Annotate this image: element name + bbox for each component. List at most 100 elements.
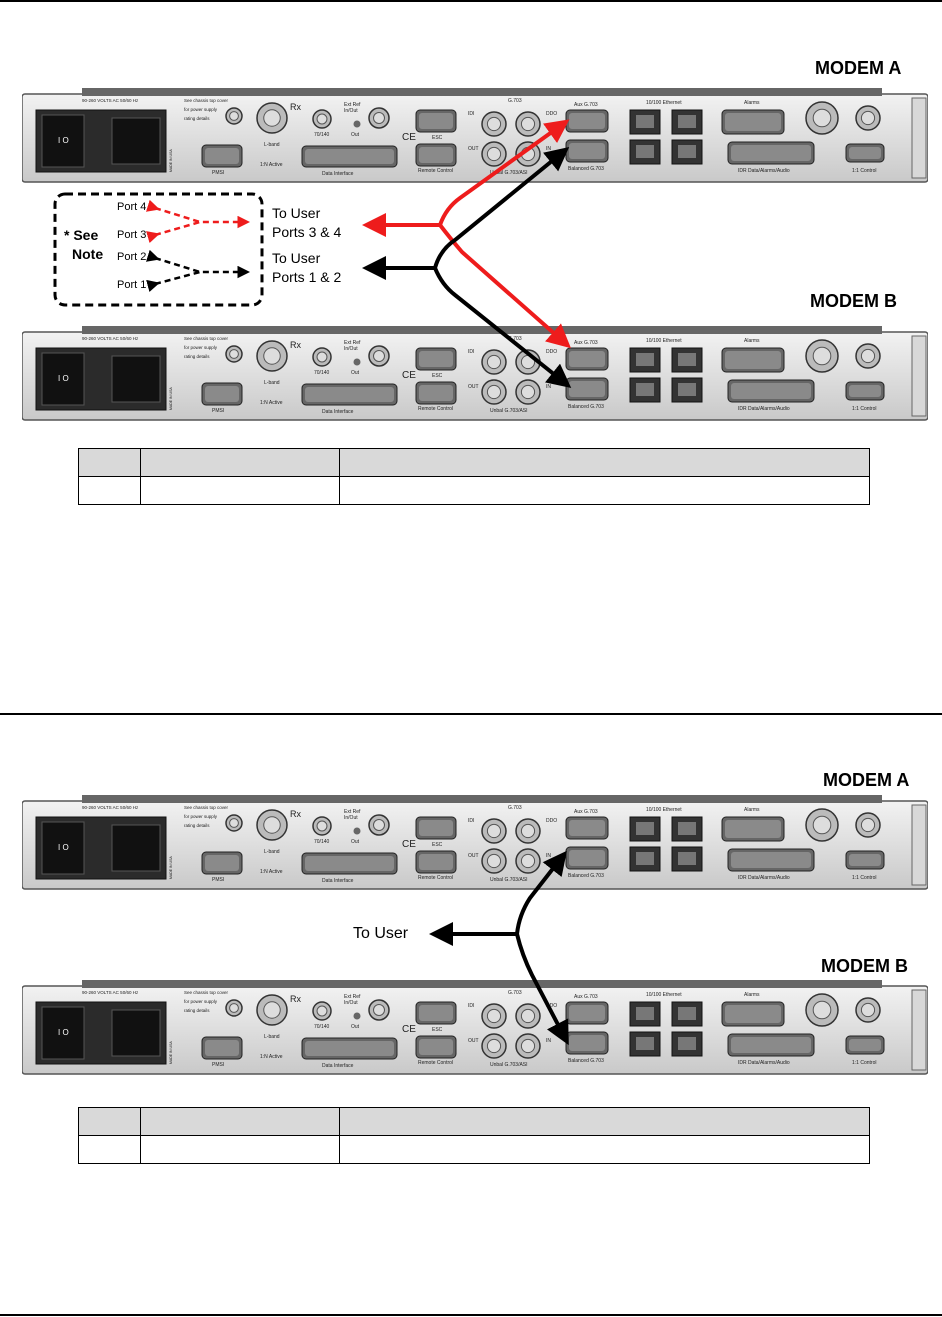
idi-label: IDI bbox=[468, 111, 474, 117]
ddo-bnc-inner bbox=[520, 823, 536, 839]
if-connector-inner bbox=[316, 113, 328, 125]
out-bnc-inner bbox=[486, 853, 502, 869]
if-connector-inner bbox=[316, 1005, 328, 1017]
out-label: Out bbox=[351, 370, 360, 376]
ethernet-port-1-socket bbox=[636, 822, 654, 835]
ce-mark: CE bbox=[402, 132, 416, 143]
power-switch bbox=[41, 114, 85, 168]
table-cell bbox=[140, 1135, 340, 1164]
chassis-top-edge bbox=[82, 795, 882, 803]
ext-ref-label: Ext Ref bbox=[344, 809, 361, 815]
rx-label: Rx bbox=[290, 809, 301, 819]
balanced-g703-connector-pins bbox=[569, 381, 605, 397]
power-inlet bbox=[111, 824, 161, 872]
header-cell bbox=[140, 1107, 340, 1136]
remote-control-connector-pins bbox=[419, 1039, 453, 1055]
ethernet-port-4-socket bbox=[678, 852, 696, 865]
out-bnc-inner bbox=[486, 1038, 502, 1054]
esc-label: ESC bbox=[432, 135, 443, 141]
idi-label: IDI bbox=[468, 818, 474, 824]
ethernet-port-3-socket bbox=[636, 852, 654, 865]
ext-ref-label: Ext Ref bbox=[344, 340, 361, 346]
lband-rx-connector-inner bbox=[263, 347, 281, 365]
chassis-note-label: See chassis top cover bbox=[184, 98, 229, 103]
ddo-bnc-inner bbox=[520, 1008, 536, 1024]
power-switch-marks: I O bbox=[58, 1028, 69, 1037]
header-cell bbox=[339, 448, 870, 477]
esc-connector-pins bbox=[419, 351, 453, 367]
out-led bbox=[353, 120, 361, 128]
rx-label: Rx bbox=[290, 994, 301, 1004]
ce-mark: CE bbox=[402, 370, 416, 381]
ground-lug-inner bbox=[229, 349, 239, 359]
table-2 bbox=[78, 1107, 870, 1164]
ext-ref-label-2: In/Out bbox=[344, 346, 358, 352]
out-label: Out bbox=[351, 839, 360, 845]
ethernet-port-2-socket bbox=[678, 1007, 696, 1020]
ext-ref-connector-inner bbox=[373, 819, 385, 831]
remote-control-label: Remote Control bbox=[418, 1060, 453, 1066]
idi-bnc-inner bbox=[486, 116, 502, 132]
aux-g703-connector-pins bbox=[569, 351, 605, 367]
aux-g703-connector-pins bbox=[569, 113, 605, 129]
power-inlet bbox=[111, 355, 161, 403]
balanced-g703-label: Balanced G.703 bbox=[568, 404, 604, 410]
aux-g703-label: Aux G.703 bbox=[574, 102, 598, 108]
tx-lband-connector-inner bbox=[812, 1000, 832, 1020]
data-interface-connector-pins bbox=[305, 387, 394, 402]
aux-g703-label: Aux G.703 bbox=[574, 340, 598, 346]
ext-ref-label-2: In/Out bbox=[344, 1000, 358, 1006]
pmsi-label: PMSI bbox=[212, 408, 224, 414]
section-rule bbox=[0, 713, 942, 715]
ext-ref-label-2: In/Out bbox=[344, 108, 358, 114]
ddo-bnc-inner bbox=[520, 116, 536, 132]
remote-control-connector-pins bbox=[419, 385, 453, 401]
ce-mark: CE bbox=[402, 1024, 416, 1035]
lband-rx-connector-inner bbox=[263, 109, 281, 127]
to-user-12-line1: To User bbox=[272, 250, 321, 266]
chassis-top-edge bbox=[82, 980, 882, 988]
out-label: Out bbox=[351, 1024, 360, 1030]
ce-mark: CE bbox=[402, 839, 416, 850]
active-label: 1:N Active bbox=[260, 869, 283, 875]
to-user-label: To User bbox=[353, 925, 409, 942]
g703-label: G.703 bbox=[508, 805, 522, 811]
rx-label: Rx bbox=[290, 102, 301, 112]
out-bnc-label: OUT bbox=[468, 853, 479, 859]
ethernet-port-1-socket bbox=[636, 353, 654, 366]
if-connector-inner bbox=[316, 351, 328, 363]
lband-rx-connector-inner bbox=[263, 1001, 281, 1019]
esc-label: ESC bbox=[432, 1027, 443, 1033]
esc-connector-pins bbox=[419, 820, 453, 836]
esc-connector-pins bbox=[419, 1005, 453, 1021]
ethernet-port-2-socket bbox=[678, 822, 696, 835]
header-cell bbox=[78, 1107, 141, 1136]
out-bnc-label: OUT bbox=[468, 384, 479, 390]
figure1-connections bbox=[53, 119, 572, 388]
header-cell bbox=[339, 1107, 870, 1136]
control-connector-pins bbox=[849, 385, 881, 397]
rack-ear bbox=[911, 804, 927, 886]
chassis-note-label: rating details bbox=[184, 354, 210, 359]
idr-connector-pins bbox=[731, 1037, 811, 1053]
ext-ref-connector-inner bbox=[373, 1004, 385, 1016]
out-led bbox=[353, 358, 361, 366]
power-switch-marks: I O bbox=[58, 374, 69, 383]
ext-ref-connector-inner bbox=[373, 112, 385, 124]
note-label: Note bbox=[72, 246, 104, 262]
modem-a-label: MODEM A bbox=[815, 58, 902, 78]
out-bnc-label: OUT bbox=[468, 1038, 479, 1044]
ethernet-label: 10/100 Ethernet bbox=[646, 100, 682, 106]
ethernet-port-3-socket bbox=[636, 1037, 654, 1050]
header-cell bbox=[78, 448, 141, 477]
see-note-label: * See bbox=[64, 227, 99, 243]
ethernet-port-3-socket bbox=[636, 145, 654, 158]
ethernet-label: 10/100 Ethernet bbox=[646, 992, 682, 998]
ethernet-port-4 bbox=[671, 1031, 703, 1057]
control-label: 1:1 Control bbox=[852, 875, 876, 881]
chassis-note-label: See chassis top cover bbox=[184, 990, 229, 995]
alarms-label: Alarms bbox=[744, 807, 760, 813]
unbal-label: Unbal G.703/ASI bbox=[490, 170, 528, 176]
